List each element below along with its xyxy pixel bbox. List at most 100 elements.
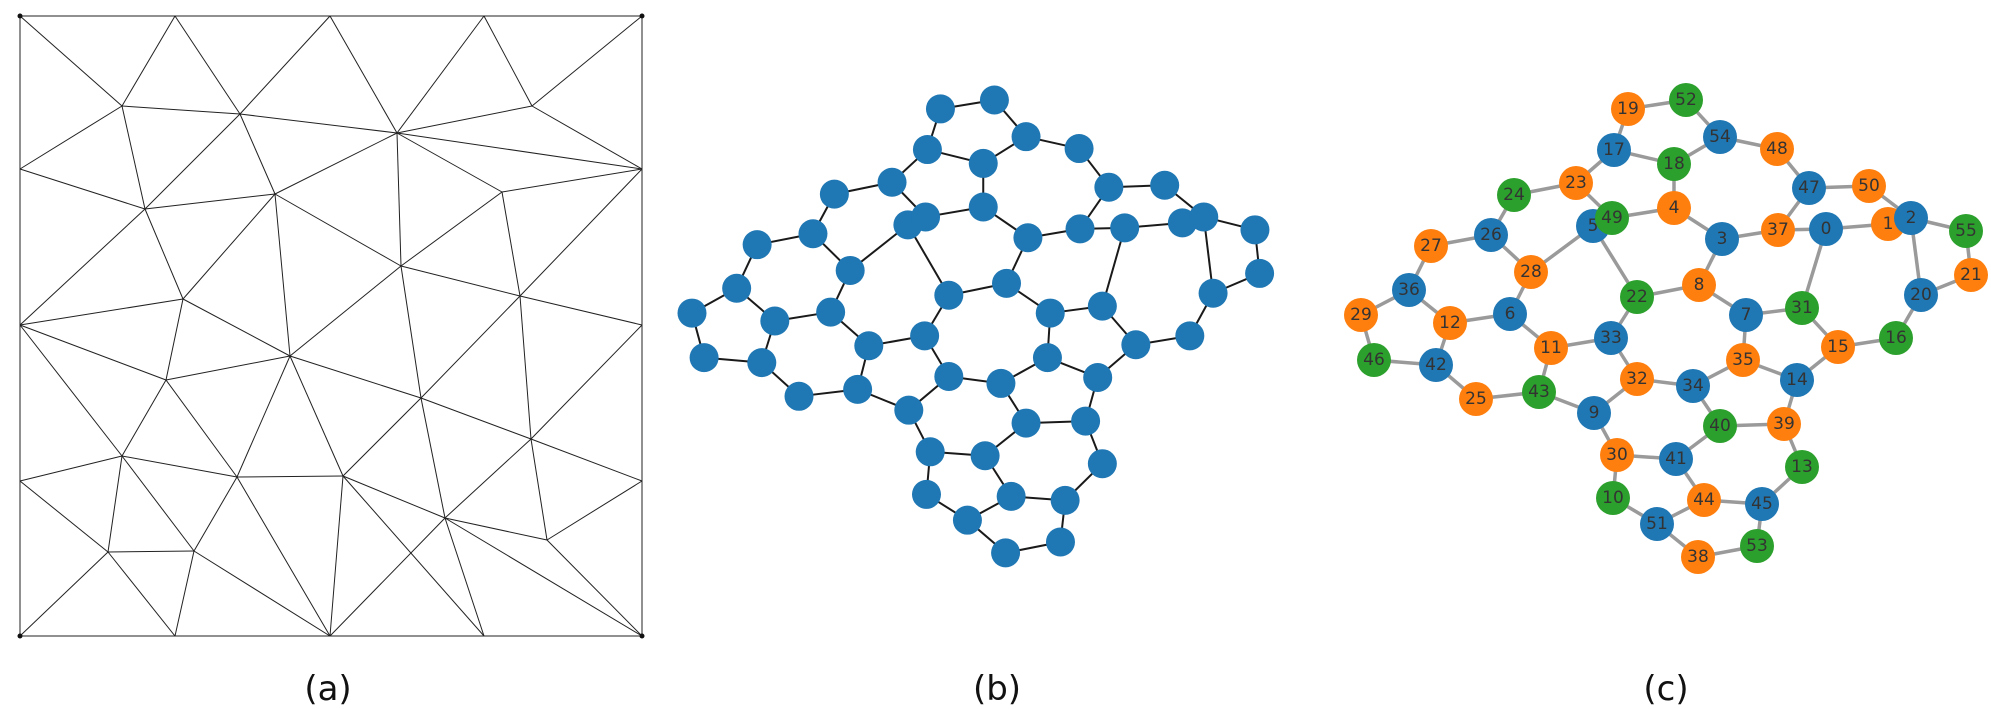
graph-c-node: 25: [1459, 382, 1493, 416]
graph-c-node: 17: [1597, 133, 1631, 167]
graph-c-node: 3: [1705, 222, 1739, 256]
mesh-edge: [289, 355, 344, 477]
graph-c-node-circle: [1894, 201, 1928, 235]
graph-c-node: 29: [1344, 298, 1378, 332]
mesh-edge: [400, 191, 503, 267]
graph-c-node-label: 4: [1669, 198, 1680, 218]
mesh-edge: [121, 105, 146, 210]
graph-c-node-label: 42: [1425, 355, 1447, 375]
mesh-edge: [19, 168, 146, 210]
mesh-edge: [483, 15, 533, 107]
graph-b-node: [1087, 449, 1117, 479]
graph-c-node-circle: [1493, 297, 1527, 331]
graph-c-node-circle: [1821, 330, 1855, 364]
graph-c-node-label: 38: [1687, 547, 1709, 567]
mesh-edge: [400, 265, 422, 399]
mesh-edge: [329, 475, 344, 637]
graph-b-node: [911, 479, 941, 509]
graph-c-node-label: 27: [1420, 236, 1442, 256]
mesh-edge: [342, 475, 485, 637]
graph-c-node-label: 2: [1906, 208, 1917, 228]
graph-b-node: [1013, 223, 1043, 253]
graph-c-node-label: 0: [1821, 219, 1832, 239]
graph-c-node: 27: [1414, 229, 1448, 263]
mesh-edge: [274, 132, 398, 195]
mesh-edge: [289, 355, 422, 399]
graph-b-node: [915, 437, 945, 467]
graph-b-node: [1245, 258, 1275, 288]
mesh-edge: [165, 379, 238, 478]
graph-c-node: 8: [1682, 268, 1716, 302]
graph-b-node: [1094, 172, 1124, 202]
mesh-edge: [121, 105, 241, 115]
mesh-edge: [182, 193, 276, 300]
graph-c-node-circle: [1577, 396, 1611, 430]
graph-c-node-label: 53: [1746, 536, 1768, 556]
graph-c-node-label: 19: [1617, 99, 1639, 119]
mesh-edge: [400, 265, 521, 297]
graph-c-node-label: 24: [1503, 185, 1525, 205]
mesh-edge: [519, 295, 643, 326]
caption-c: (c): [1643, 669, 1688, 709]
graph-c-node: 24: [1497, 178, 1531, 212]
mesh-edge: [420, 397, 446, 519]
panel-b-graph: [677, 85, 1275, 568]
graph-b-node: [1175, 321, 1205, 351]
graph-c-node-circle: [1559, 166, 1593, 200]
graph-c-node-circle: [1780, 363, 1814, 397]
mesh-edge: [236, 355, 291, 478]
graph-c-node-label: 41: [1665, 449, 1687, 469]
mesh-edge: [329, 15, 398, 134]
mesh-edge: [342, 397, 422, 477]
graph-c-node-label: 37: [1767, 220, 1789, 240]
graph-b-node: [1071, 406, 1101, 436]
mesh-edge: [144, 193, 276, 210]
graph-c-node-circle: [1600, 438, 1634, 472]
graph-c-node-label: 34: [1682, 376, 1704, 396]
graph-b-node: [1064, 134, 1094, 164]
graph-c-node: 49: [1595, 201, 1629, 235]
graph-c-node: 21: [1954, 258, 1988, 292]
graph-b-node: [835, 255, 865, 285]
graph-c-node-label: 15: [1827, 337, 1849, 357]
graph-c-node-label: 30: [1606, 445, 1628, 465]
mesh-edge: [239, 113, 276, 195]
graph-c-node-circle: [1620, 280, 1654, 314]
graph-b-node: [1121, 330, 1151, 360]
mesh-edge: [396, 132, 503, 193]
mesh-edge: [165, 355, 291, 381]
graph-b-node: [910, 321, 940, 351]
graph-c-node: 43: [1522, 375, 1556, 409]
graph-c-node-circle: [1785, 450, 1819, 484]
graph-b-node: [819, 179, 849, 209]
graph-b-node: [986, 368, 1016, 398]
graph-c-node-label: 18: [1663, 154, 1685, 174]
graph-c-node-circle: [1852, 169, 1886, 203]
graph-c-node: 37: [1761, 213, 1795, 247]
graph-c-node: 33: [1594, 321, 1628, 355]
graph-b-node: [1045, 527, 1075, 557]
graph-c-node-label: 12: [1439, 313, 1461, 333]
graph-b-node: [1189, 202, 1219, 232]
graph-c-node-circle: [1809, 212, 1843, 246]
graph-c-node-circle: [1669, 83, 1703, 117]
graph-b-node: [911, 202, 941, 232]
graph-c-node: 0: [1809, 212, 1843, 246]
graph-c-node: 16: [1879, 321, 1913, 355]
mesh-edge: [107, 550, 195, 553]
graph-c-node-circle: [1705, 222, 1739, 256]
panel-a-triangle-mesh: [17, 13, 645, 639]
graph-b-node: [1011, 122, 1041, 152]
graph-c-node: 53: [1740, 529, 1774, 563]
graph-c-node-circle: [1620, 362, 1654, 396]
mesh-corner-point: [17, 633, 23, 639]
graph-c-node: 6: [1493, 297, 1527, 331]
graph-b-node: [979, 85, 1009, 115]
graph-c-node-circle: [1682, 268, 1716, 302]
graph-b-node: [854, 331, 884, 361]
graph-c-node-label: 48: [1766, 139, 1788, 159]
graph-c-node: 30: [1600, 438, 1634, 472]
graph-c-node-circle: [1522, 375, 1556, 409]
graph-c-node: 22: [1620, 280, 1654, 314]
graph-c-node-label: 31: [1791, 298, 1813, 318]
